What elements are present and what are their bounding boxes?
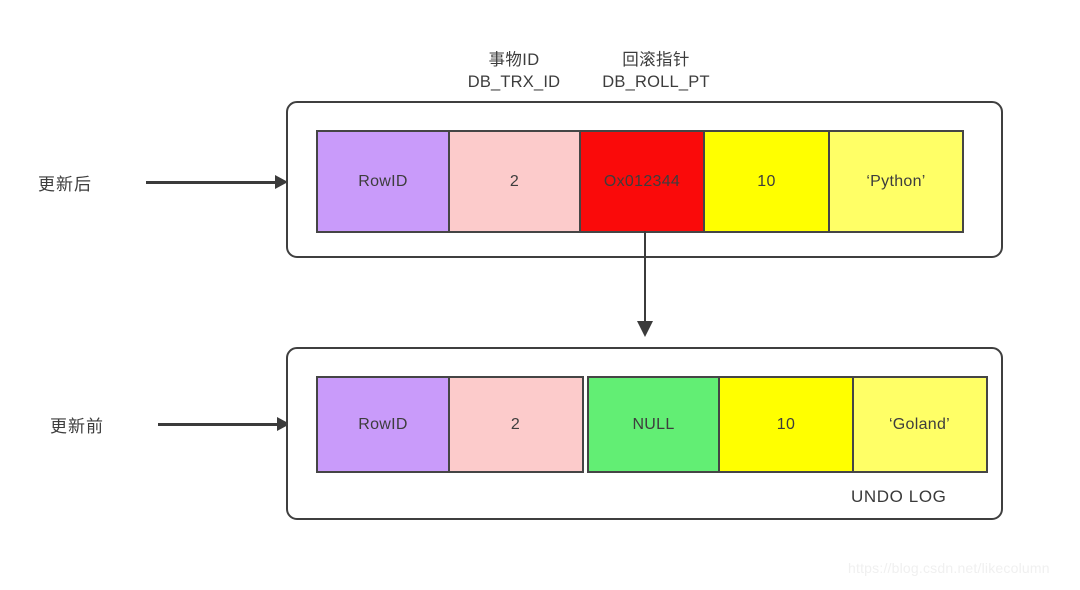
column-header-db-roll-pt-cn: 回滚指针 <box>622 51 690 69</box>
record-row-after-update: RowID 2 Ox012344 10 ‘Python’ <box>316 130 972 233</box>
column-header-db-trx-id-cn: 事物ID <box>488 51 540 69</box>
cell-db-trx-id: 2 <box>447 376 584 473</box>
cell-value-number: 10 <box>702 130 831 233</box>
cell-db-roll-pt: NULL <box>586 376 721 473</box>
watermark-text: https://blog.csdn.net/likecolumn <box>848 560 1050 576</box>
record-row-before-update: RowID 2 NULL 10 ‘Goland’ <box>316 376 990 473</box>
cell-rowid: RowID <box>316 130 450 233</box>
column-header-db-trx-id-en: DB_TRX_ID <box>467 72 561 91</box>
row-label-after-update: 更新后 <box>38 175 92 194</box>
arrow-shaft <box>643 231 646 322</box>
cell-db-trx-id: 2 <box>447 130 582 233</box>
row-label-before-update: 更新前 <box>50 417 104 436</box>
arrow-right-icon-after-update <box>146 175 288 189</box>
arrow-head <box>275 175 288 189</box>
undo-log-caption: UNDO LOG <box>851 487 947 506</box>
arrow-head <box>637 321 653 337</box>
cell-db-roll-pt: Ox012344 <box>579 130 705 233</box>
cell-rowid: RowID <box>316 376 450 473</box>
arrow-shaft <box>146 181 277 184</box>
column-header-db-trx-id: 事物ID DB_TRX_ID <box>438 50 590 94</box>
arrow-shaft <box>158 423 279 426</box>
cell-value-number: 10 <box>718 376 854 473</box>
column-header-db-roll-pt: 回滚指针 DB_ROLL_PT <box>580 50 732 94</box>
cell-value-string: ‘Goland’ <box>851 376 988 473</box>
arrow-right-icon-before-update <box>158 417 290 431</box>
arrow-down-icon-rollback-pointer <box>637 231 653 337</box>
column-header-db-roll-pt-en: DB_ROLL_PT <box>602 72 710 91</box>
cell-value-string: ‘Python’ <box>828 130 964 233</box>
